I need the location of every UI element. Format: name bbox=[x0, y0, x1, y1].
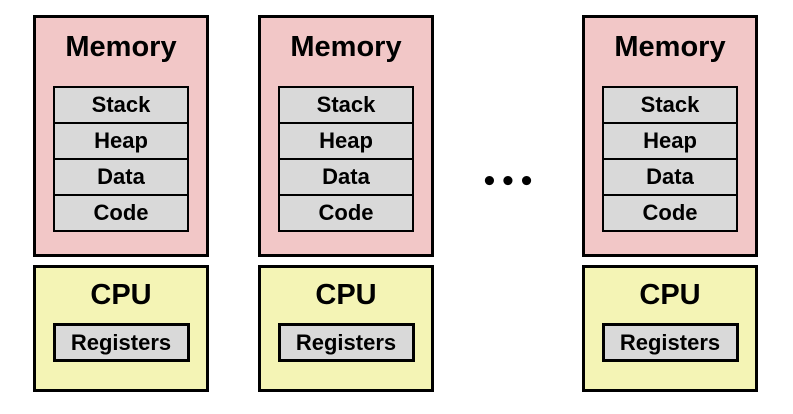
cpu-title: CPU bbox=[315, 279, 377, 311]
memory-segment-code: Code bbox=[55, 194, 187, 230]
registers-box: Registers bbox=[277, 323, 415, 362]
ellipsis: ••• bbox=[481, 167, 537, 197]
memory-title: Memory bbox=[65, 31, 177, 63]
memory-segment-heap: Heap bbox=[280, 122, 412, 158]
machine-column: Memory Stack Heap Data Code CPU Register… bbox=[258, 15, 434, 392]
cpu-title: CPU bbox=[639, 279, 701, 311]
memory-segments: Stack Heap Data Code bbox=[278, 86, 414, 232]
memory-box: Memory Stack Heap Data Code bbox=[582, 15, 758, 257]
memory-segment-stack: Stack bbox=[280, 88, 412, 122]
memory-segment-code: Code bbox=[280, 194, 412, 230]
memory-segment-stack: Stack bbox=[604, 88, 736, 122]
memory-box: Memory Stack Heap Data Code bbox=[258, 15, 434, 257]
cpu-title: CPU bbox=[90, 279, 152, 311]
machine-column: Memory Stack Heap Data Code CPU Register… bbox=[582, 15, 758, 392]
memory-box: Memory Stack Heap Data Code bbox=[33, 15, 209, 257]
cpu-box: CPU Registers bbox=[582, 265, 758, 392]
memory-segment-data: Data bbox=[604, 158, 736, 194]
memory-title: Memory bbox=[290, 31, 402, 63]
memory-segment-data: Data bbox=[280, 158, 412, 194]
memory-title: Memory bbox=[614, 31, 726, 63]
memory-segment-stack: Stack bbox=[55, 88, 187, 122]
cpu-box: CPU Registers bbox=[33, 265, 209, 392]
memory-segments: Stack Heap Data Code bbox=[602, 86, 738, 232]
registers-box: Registers bbox=[52, 323, 190, 362]
registers-box: Registers bbox=[601, 323, 739, 362]
memory-segment-heap: Heap bbox=[604, 122, 736, 158]
cpu-box: CPU Registers bbox=[258, 265, 434, 392]
memory-segment-data: Data bbox=[55, 158, 187, 194]
memory-segment-heap: Heap bbox=[55, 122, 187, 158]
memory-segment-code: Code bbox=[604, 194, 736, 230]
machine-column: Memory Stack Heap Data Code CPU Register… bbox=[33, 15, 209, 392]
memory-segments: Stack Heap Data Code bbox=[53, 86, 189, 232]
